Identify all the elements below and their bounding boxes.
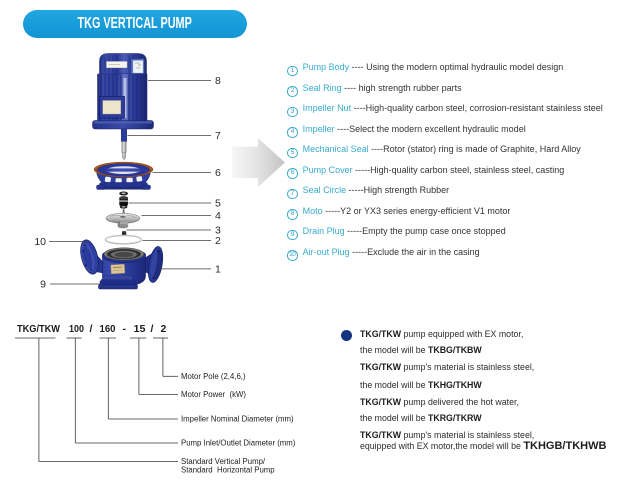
part-term: Drain Plug — [302, 226, 345, 236]
list-item: 1 Pump Body ---- Using the modern optimal… — [287, 57, 617, 78]
note-line: the model will be TKHG/TKHW — [360, 379, 482, 390]
page-title: TKG VERTICAL PUMP — [77, 15, 193, 32]
callout-1: 1 — [215, 264, 221, 276]
part-term: Moto — [302, 205, 323, 216]
impeller-drawing — [105, 211, 141, 229]
label-inlet-outlet-diameter: Pump Inlet/Outlet Diameter (mm) — [181, 439, 296, 448]
motor-drawing — [92, 53, 154, 130]
model-seg-dash: - — [123, 323, 127, 335]
shaft-drawing — [120, 128, 127, 161]
part-desc: -----High strength Rubber — [346, 185, 450, 195]
part-desc: -----Y2 or YX3 series energy-efficient V… — [322, 205, 511, 216]
model-code-legend: TKG/TKW 100 / 160 - 15 / 2 Motor Pole (2… — [15, 323, 296, 474]
part-term: Seal Ring — [302, 82, 342, 93]
list-item: 8 Moto -----Y2 or YX3 series energy-effic… — [287, 201, 617, 222]
circled-number: 8 — [287, 209, 298, 220]
circled-number: 1 — [287, 65, 298, 77]
model-seg-power: 15 — [134, 323, 146, 335]
part-desc: ---- high strength rubber parts — [341, 82, 462, 93]
part-term: Pump Body — [302, 62, 350, 72]
callout-numbers: 8 7 6 5 4 3 2 1 10 9 — [34, 75, 221, 291]
mechanical-seal-drawing — [119, 191, 128, 212]
list-item: 2 Seal Ring ---- high strength rubber par… — [287, 78, 617, 99]
part-term: Air-out Plug — [302, 246, 350, 257]
part-desc: -----High-quality carbon steel, stainles… — [352, 164, 565, 175]
model-seg-slash2: / — [151, 323, 154, 335]
note-line: equipped with EX motor,the model will be… — [360, 439, 607, 452]
pump-body-drawing — [80, 239, 164, 290]
seal-circle-drawing — [104, 234, 143, 245]
circled-number: 9 — [287, 229, 298, 241]
label-impeller-diameter: Impeller Nominal Diameter (mm) — [181, 415, 294, 424]
list-item: 7 Seal Circle -----High strength Rubber — [287, 180, 617, 201]
note-line: TKG/TKW pump's material is stainless ste… — [360, 362, 535, 372]
part-term: Impeller Nut — [302, 103, 352, 113]
list-item: 4 Impeller ----Select the modern excellen… — [287, 119, 617, 140]
list-item: 6 Pump Cover -----High-quality carbon ste… — [287, 160, 617, 181]
part-desc: ----Rotor (stator) ring is made of Graph… — [368, 144, 581, 154]
part-desc: -----Empty the pump case once stopped — [344, 226, 506, 236]
callout-3: 3 — [215, 225, 221, 237]
model-seg-inlet: 100 — [69, 323, 84, 335]
circled-number: 10 — [287, 250, 298, 261]
parts-list: 1 Pump Body ---- Using the modern optimal… — [287, 57, 617, 262]
part-desc: ----Select the modern excellent hydrauli… — [334, 123, 526, 134]
model-number: TKG/TKW 100 / 160 - 15 / 2 — [17, 323, 167, 335]
part-term: Seal Circle — [302, 185, 347, 195]
callout-6: 6 — [215, 167, 221, 179]
legend-labels: Motor Pole (2,4,6,) Motor Power (kW) Imp… — [181, 372, 296, 474]
circled-number: 6 — [287, 168, 298, 179]
circled-number: 3 — [287, 106, 298, 118]
callout-10: 10 — [34, 236, 46, 248]
legend-lines — [15, 337, 178, 462]
pump-cover-drawing — [93, 161, 154, 190]
circled-number: 7 — [287, 188, 298, 200]
title-banner: TKG VERTICAL PUMP — [23, 10, 247, 38]
model-seg-pole: 2 — [161, 323, 167, 335]
callout-4: 4 — [215, 210, 221, 222]
model-seg-slash1: / — [90, 323, 93, 335]
callout-lines — [49, 80, 211, 285]
part-desc: -----Exclude the air in the casing — [349, 246, 480, 257]
label-standard-vertical: Standard Vertical Pump/ — [181, 457, 266, 466]
circled-number: 4 — [287, 127, 298, 138]
callout-9: 9 — [40, 279, 46, 291]
list-item: 9 Drain Plug -----Empty the pump case onc… — [287, 221, 617, 242]
callout-5: 5 — [215, 198, 221, 210]
label-motor-power: Motor Power (kW) — [181, 390, 246, 399]
part-desc: ----High-quality carbon steel, corrosion… — [351, 103, 603, 113]
note-line: TKG/TKW pump delivered the hot water, — [360, 396, 519, 407]
note-line: the model will be TKBG/TKBW — [360, 345, 482, 356]
label-standard-horizontal: Standard Horizontal Pump — [181, 465, 275, 474]
part-term: Impeller — [302, 123, 335, 134]
list-item: 10 Air-out Plug -----Exclude the air in t… — [287, 242, 617, 263]
circled-number: 2 — [287, 86, 298, 97]
callout-2: 2 — [215, 235, 221, 247]
part-term: Pump Cover — [302, 164, 353, 175]
callout-8: 8 — [215, 75, 221, 87]
label-motor-pole: Motor Pole (2,4,6,) — [181, 372, 246, 381]
part-term: Mechanical Seal — [302, 144, 369, 154]
pump-exploded-diagram: 8 7 6 5 4 3 2 1 10 9 — [34, 53, 285, 291]
list-item: 3 Impeller Nut ----High-quality carbon st… — [287, 98, 617, 119]
model-seg-impeller: 160 — [100, 323, 116, 335]
list-item: 5 Mechanical Seal ----Rotor (stator) ring… — [287, 139, 617, 160]
arrow-icon — [232, 138, 285, 187]
circled-number: 5 — [287, 147, 298, 159]
part-desc: ---- Using the modern optimal hydraulic … — [349, 62, 564, 72]
bullet-icon — [341, 330, 352, 341]
note-line: TKG/TKW pump's material is stainless ste… — [360, 430, 535, 440]
note-line: the model will be TKRG/TKRW — [360, 413, 482, 424]
note-line: TKG/TKW pump equipped with EX motor, — [360, 328, 524, 339]
callout-7: 7 — [215, 130, 221, 142]
model-seg-series: TKG/TKW — [17, 323, 60, 335]
